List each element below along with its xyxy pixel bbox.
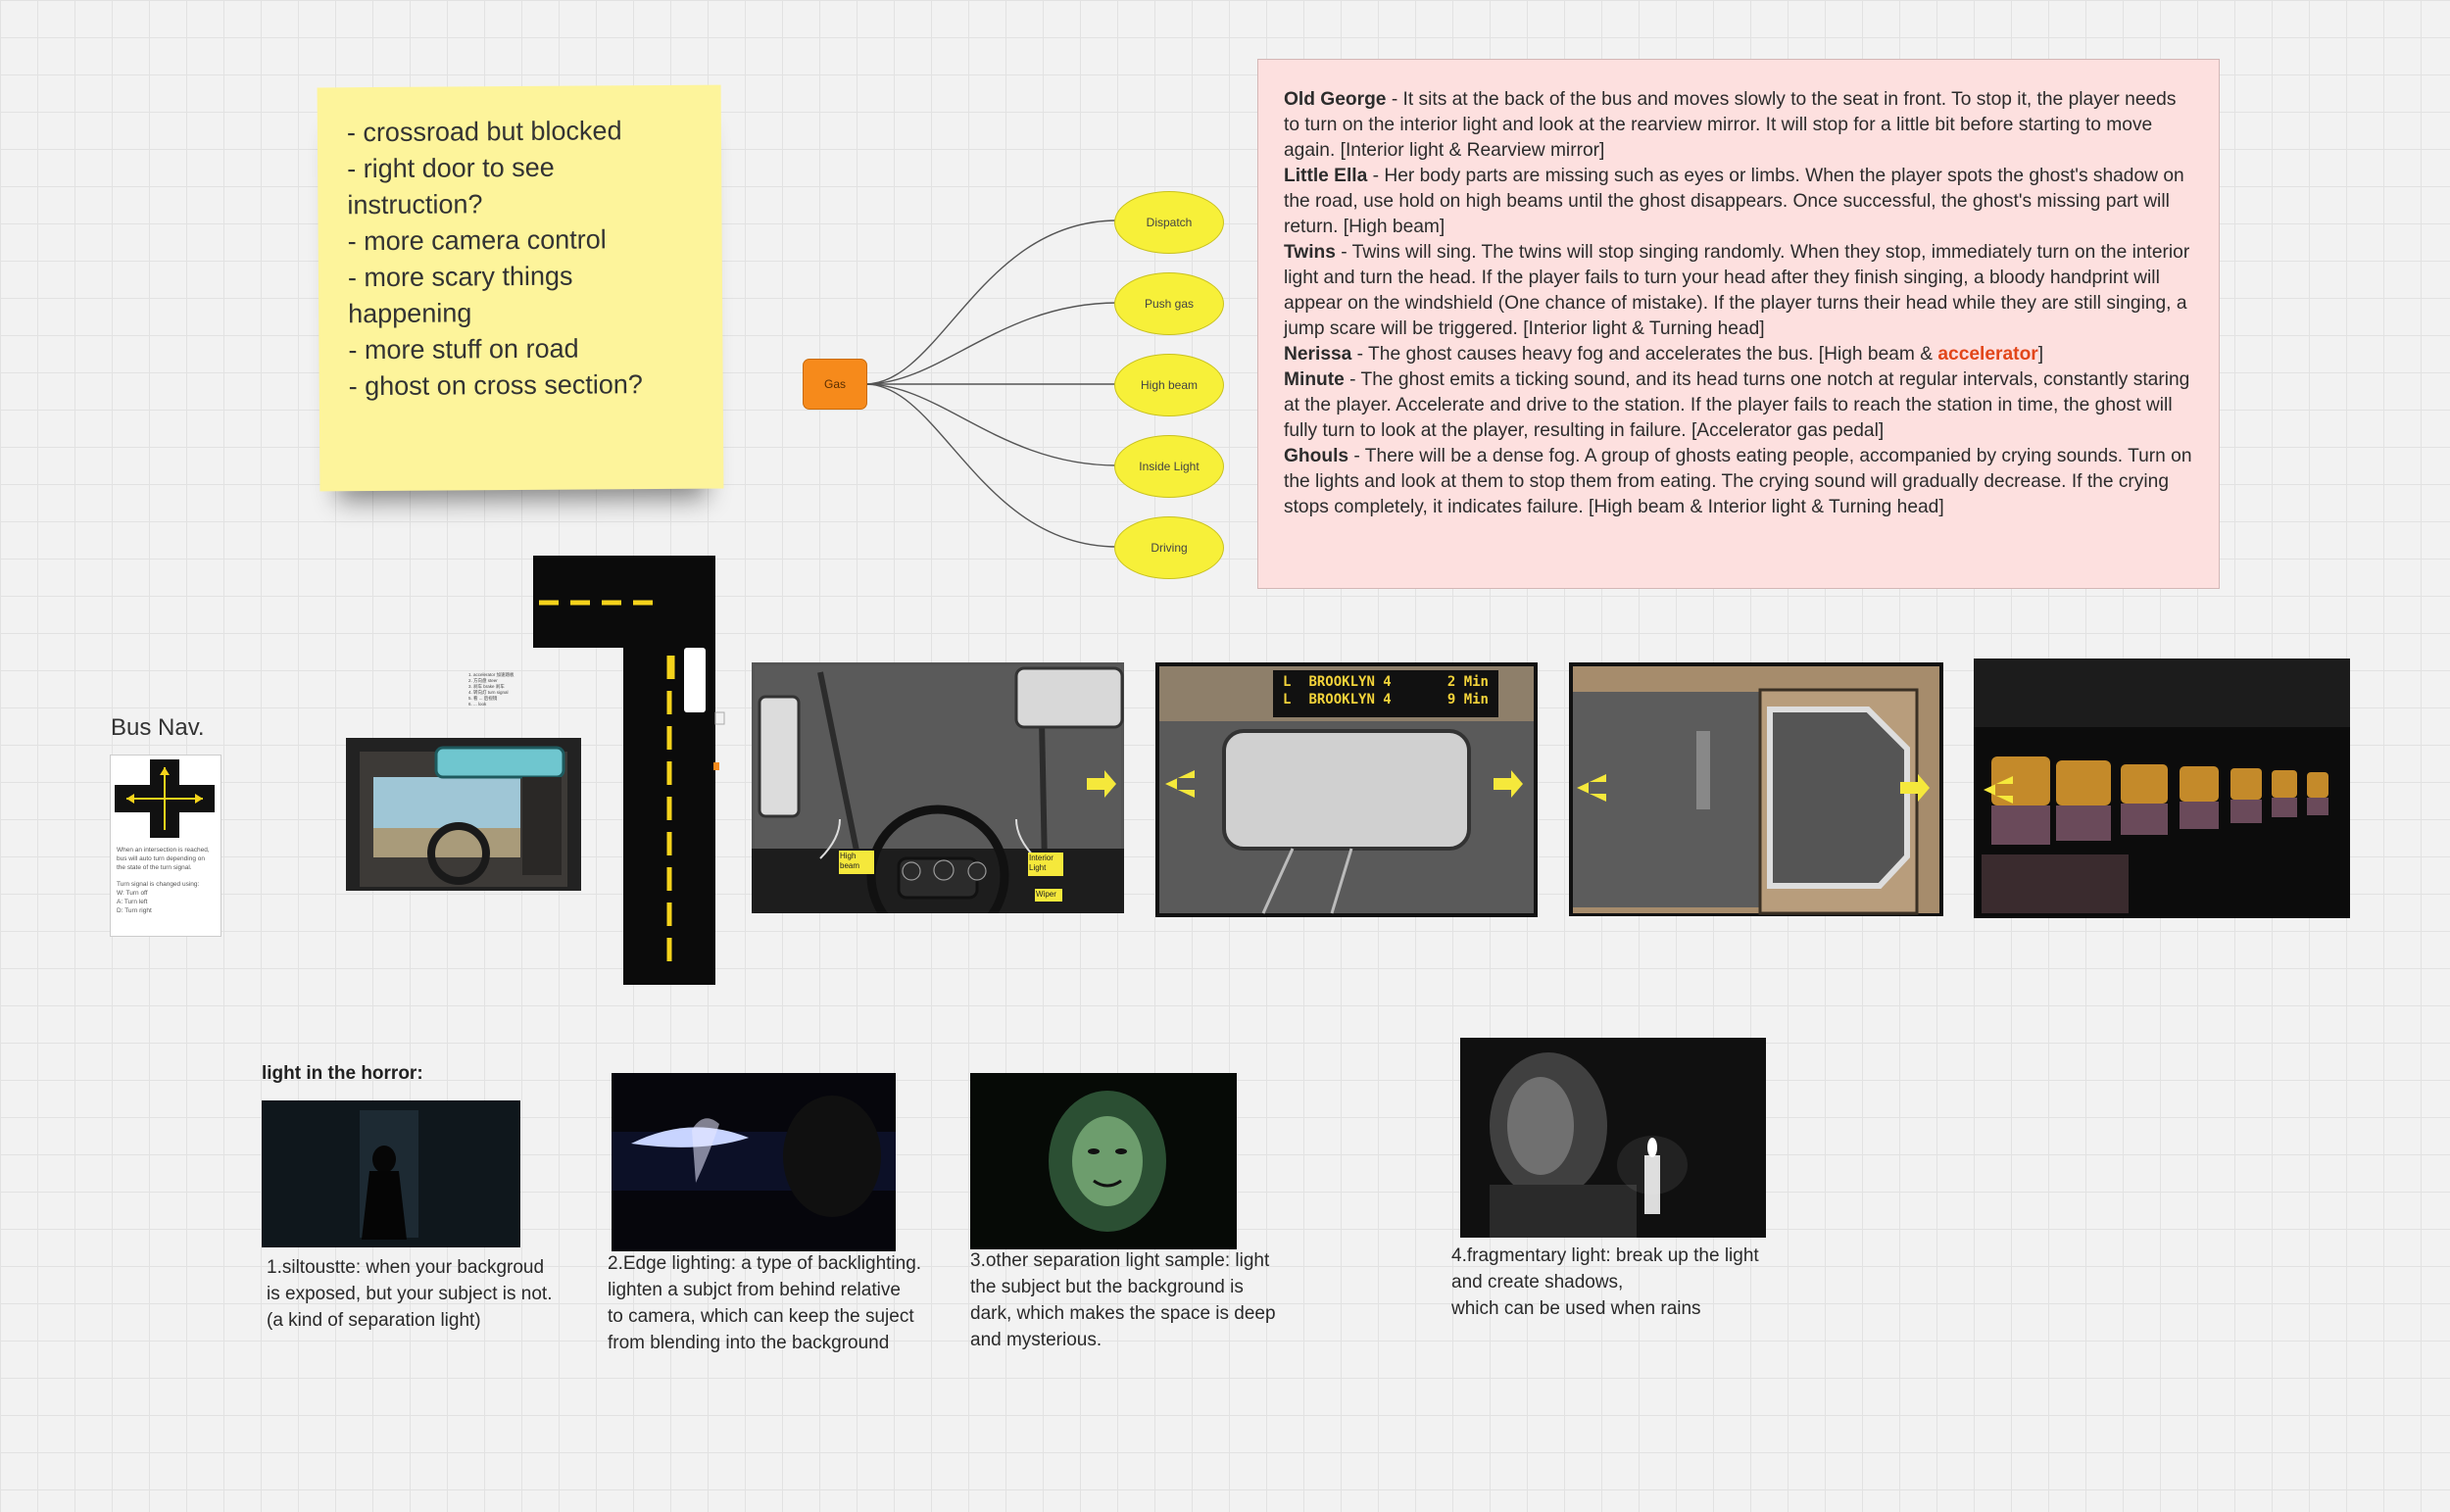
sign-time: 2 Min: [1446, 674, 1489, 690]
ghost-name: Nerissa: [1284, 344, 1352, 365]
tiny-note: 3. 刹车 brake 刹车: [468, 684, 505, 689]
desc-line: W: Turn off: [117, 890, 148, 897]
mindmap-node-push-gas[interactable]: Push gas: [1114, 272, 1224, 335]
node-label: Gas: [823, 377, 846, 391]
separation-light-picture: [970, 1073, 1237, 1249]
connector: [864, 302, 1118, 385]
arrow-left-icon: [1984, 776, 2013, 804]
node-label: Push gas: [1144, 297, 1195, 311]
bus-seats-image: [1974, 658, 2350, 918]
mindmap-node-dispatch[interactable]: Dispatch: [1114, 191, 1224, 254]
driver-view-image: [346, 738, 581, 891]
arrow-right-icon: [1494, 770, 1523, 798]
destination-sign: L BROOKLYN 4 2 Min L BROOKLYN 4 9 Min: [1273, 670, 1498, 717]
ghost-text: - Twins will sing. The twins will stop s…: [1284, 242, 2190, 339]
caption-silhouette: 1.siltoustte: when your backgroud is exp…: [267, 1257, 553, 1331]
ghost-text: - The ghost emits a ticking sound, and i…: [1284, 369, 2190, 441]
arrow-left-icon: [1165, 770, 1195, 798]
ghost-entry: Twins - Twins will sing. The twins will …: [1284, 240, 2193, 342]
arrow-right-icon: [1087, 770, 1116, 798]
mindmap-node-high-beam[interactable]: High beam: [1114, 354, 1224, 416]
bus-seats-screenshot[interactable]: [1974, 658, 2350, 918]
door-view-image: [1569, 662, 1943, 916]
sign-destination: BROOKLYN 4: [1308, 674, 1392, 690]
desc-line: A: Turn left: [117, 899, 148, 905]
driver-view-screenshot[interactable]: [346, 738, 581, 891]
connector: [864, 219, 1118, 385]
node-label: Inside Light: [1139, 460, 1200, 473]
dashboard-screenshot[interactable]: High beam Interior Light Wiper: [752, 662, 1124, 913]
desc-line: D: Turn right: [117, 907, 152, 914]
intersection-icon: [111, 756, 219, 842]
desc-line: the state of the turn signal.: [117, 864, 192, 871]
node-label: Driving: [1151, 541, 1188, 555]
ghost-entry: Minute - The ghost emits a ticking sound…: [1284, 367, 2193, 444]
bus-marker-icon: [684, 648, 706, 712]
ghost-entry: Nerissa - The ghost causes heavy fog and…: [1284, 342, 2193, 367]
fragmentary-light-image[interactable]: [1460, 1038, 1766, 1238]
tiny-note: 6. ... look: [468, 702, 487, 707]
silhouette-image[interactable]: [262, 1100, 520, 1247]
desc-line: When an intersection is reached,: [117, 847, 210, 854]
arrow-left-icon: [1577, 774, 1606, 802]
horror-heading: light in the horror:: [262, 1063, 423, 1084]
fragmentary-light-picture: [1460, 1038, 1766, 1238]
sign-destination: BROOKLYN 4: [1308, 692, 1392, 707]
bus-nav-desc: When an intersection is reached, bus wil…: [111, 842, 220, 919]
wiper-label: Wiper: [1035, 889, 1062, 902]
road-map[interactable]: [529, 554, 725, 987]
caption-edge-lighting: 2.Edge lighting: a type of backlighting.…: [608, 1253, 922, 1353]
dashboard-image: [752, 662, 1124, 913]
ghost-text: - There will be a dense fog. A group of …: [1284, 446, 2192, 517]
mindmap-node-driving[interactable]: Driving: [1114, 516, 1224, 579]
sign-lane: L: [1283, 674, 1292, 690]
rearview-mirror-screenshot[interactable]: L BROOKLYN 4 2 Min L BROOKLYN 4 9 Min: [1155, 662, 1538, 917]
desc-line: bus will auto turn depending on: [117, 855, 205, 862]
interior-light-label: Interior Light: [1028, 853, 1063, 876]
mindmap-root-gas[interactable]: Gas: [803, 359, 867, 410]
rearview-image: [1155, 662, 1538, 917]
node-label: Dispatch: [1146, 216, 1193, 229]
ghost-name: Twins: [1284, 242, 1336, 263]
connector: [864, 383, 1118, 548]
ghost-entry: Ghouls - There will be a dense fog. A gr…: [1284, 444, 2193, 520]
bus-nav-card[interactable]: When an intersection is reached, bus wil…: [110, 755, 221, 937]
sign-time: 9 Min: [1446, 692, 1489, 707]
ghost-entry: Little Ella - Her body parts are missing…: [1284, 164, 2193, 240]
ghost-text: - The ghost causes heavy fog and acceler…: [1351, 344, 1938, 365]
tiny-note: 4. 转向灯 turn signal: [468, 690, 509, 695]
silhouette-picture: [262, 1100, 520, 1247]
tiny-note: 1. accelerator 加速踏板: [468, 672, 514, 677]
ghost-name: Little Ella: [1284, 166, 1368, 186]
separation-light-image[interactable]: [970, 1073, 1237, 1249]
connector: [864, 383, 1118, 466]
caption-fragmentary-light: 4.fragmentary light: break up the light …: [1451, 1245, 1759, 1319]
accent-word: accelerator: [1937, 344, 2038, 365]
ghost-text: - Her body parts are missing such as eye…: [1284, 166, 2184, 237]
arrow-right-icon: [1900, 774, 1930, 802]
node-label: High beam: [1140, 378, 1199, 392]
high-beam-label: High beam: [839, 851, 874, 874]
door-view-screenshot[interactable]: [1569, 662, 1943, 916]
ghost-name: Minute: [1284, 369, 1345, 390]
ghost-name: Old George: [1284, 89, 1387, 110]
edge-lighting-image[interactable]: [612, 1073, 896, 1251]
ghost-text: - It sits at the back of the bus and mov…: [1284, 89, 2177, 161]
bus-nav-title: Bus Nav.: [111, 714, 205, 741]
mindmap-node-inside-light[interactable]: Inside Light: [1114, 435, 1224, 498]
desc-gap: [117, 872, 215, 880]
ghost-name: Ghouls: [1284, 446, 1349, 466]
tiny-note: 2. 方向盘 steer: [468, 678, 498, 683]
sign-lane: L: [1283, 692, 1292, 707]
ghost-entry: Old George - It sits at the back of the …: [1284, 87, 2193, 164]
ghost-descriptions-card[interactable]: Old George - It sits at the back of the …: [1257, 59, 2220, 589]
tiny-note: 5. 看 ... 后视镜: [468, 696, 498, 701]
tiny-notes: 1. accelerator 加速踏板 2. 方向盘 steer 3. 刹车 b…: [468, 672, 547, 707]
caption-separation-light: 3.other separation light sample: light t…: [970, 1250, 1276, 1350]
desc-line: Turn signal is changed using:: [117, 881, 200, 888]
edge-lighting-picture: [612, 1073, 896, 1251]
ghost-text-tail: ]: [2037, 344, 2044, 365]
